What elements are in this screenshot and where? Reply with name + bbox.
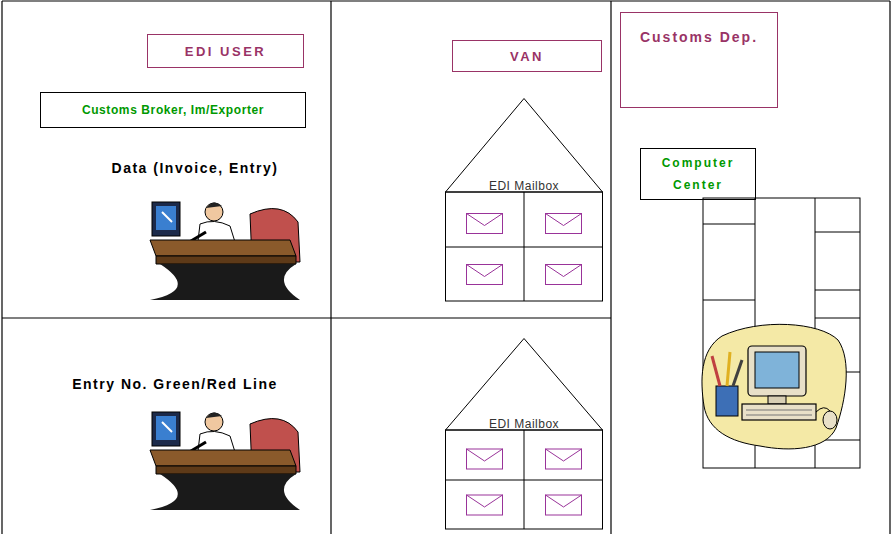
mailbox-label: EDI Mailbox: [445, 417, 603, 431]
mailbox-house: EDI Mailbox: [445, 98, 603, 302]
role-box: VAN: [452, 40, 602, 72]
role-box: Customs Dep.: [620, 12, 778, 108]
mailbox-house: EDI Mailbox: [445, 338, 603, 530]
box-label: EDI USER: [185, 40, 266, 63]
computer-clipart: [702, 324, 846, 449]
box-label: Customs Dep.: [640, 25, 758, 49]
person-clipart: [150, 412, 300, 510]
flow-note: Data (Invoice, Entry): [60, 160, 330, 176]
mailbox-label: EDI Mailbox: [445, 179, 603, 193]
mailbox-shape: [445, 338, 603, 530]
box-label: Customs Broker, Im/Exporter: [82, 99, 264, 121]
flow-note: Entry No. Green/Red Line: [30, 376, 320, 392]
role-box: EDI USER: [147, 34, 304, 68]
party-box: Customs Broker, Im/Exporter: [40, 92, 306, 128]
person-clipart: [150, 202, 300, 300]
box-label: Computer Center: [645, 152, 751, 196]
box-label: VAN: [510, 45, 544, 68]
center-box: Computer Center: [640, 148, 756, 200]
mailbox-shape: [445, 98, 603, 302]
